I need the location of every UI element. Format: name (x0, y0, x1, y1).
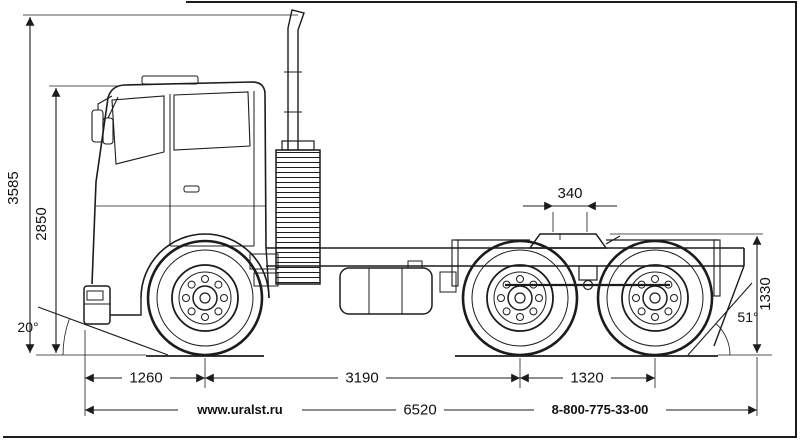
headlight (86, 290, 104, 301)
dim-label-fifth-wheel-offset: 340 (557, 185, 582, 202)
fuel-filler-cap (407, 260, 423, 269)
mirror-main (91, 109, 104, 143)
mirrors (91, 95, 119, 145)
dim-label-overall-length: 6520 (403, 402, 436, 419)
rear-underrun (713, 265, 745, 347)
chassis-frame (266, 247, 745, 347)
dim-label-cab-height: 2850 (33, 207, 50, 240)
dim-label-departure-angle: 51° (737, 309, 758, 325)
dim-overall-height: 3585 (5, 14, 298, 353)
website-label: www.uralst.ru (196, 402, 283, 417)
dimensions: 3585 2850 340 1330 20° (5, 14, 774, 419)
dim-fifth-wheel-height: 1330 (610, 233, 774, 353)
mudflap-front (451, 239, 459, 287)
door-window (173, 91, 251, 151)
dim-approach-angle: 20° (17, 306, 169, 356)
cab (83, 75, 279, 325)
extension-lines (84, 330, 758, 416)
dim-departure-angle: 51° (687, 282, 759, 356)
front-bumper (83, 285, 111, 325)
dim-label-wheelbase: 3190 (345, 370, 378, 387)
air-intake-box (275, 140, 321, 285)
door-handle (183, 185, 200, 193)
drawing-border (3, 1, 797, 438)
dim-front-overhang: 1260 (85, 369, 205, 387)
truck-drawing (36, 9, 772, 357)
exhaust-tip (287, 9, 305, 31)
mudflap-rear (713, 239, 721, 297)
dim-cab-height: 2850 (33, 85, 118, 353)
rear-wheel-2 (596, 239, 714, 357)
front-wheel-arch (140, 233, 270, 299)
dim-overall-length: 6520 www.uralst.ru 8-800-775-33-00 (85, 401, 757, 419)
rear-wheel-1 (461, 239, 579, 357)
exhaust-stack (284, 9, 305, 150)
dim-fifth-wheel-offset: 340 (523, 185, 617, 232)
dim-rear-bogie-spacing: 1320 (520, 369, 655, 387)
phone-label: 8-800-775-33-00 (552, 402, 649, 417)
roof-fairing (141, 75, 199, 85)
rear-suspension (505, 265, 670, 291)
bogie-pivot-bracket (578, 265, 598, 281)
mirror-wide-angle (102, 117, 114, 145)
dim-label-overall-height: 3585 (5, 171, 22, 204)
front-wheel (146, 239, 264, 357)
fifth-wheel (528, 233, 621, 249)
rear-mudguard (451, 239, 721, 297)
toolbox (439, 271, 457, 293)
dim-label-front-overhang: 1260 (129, 370, 162, 387)
dim-label-rear-bogie-spacing: 1320 (570, 370, 603, 387)
windshield-side-glass (111, 95, 165, 165)
dim-label-approach-angle: 20° (17, 319, 38, 335)
dim-wheelbase: 3190 (205, 369, 520, 387)
dim-label-fifth-wheel-height: 1330 (757, 277, 774, 310)
fuel-tank (339, 260, 457, 315)
